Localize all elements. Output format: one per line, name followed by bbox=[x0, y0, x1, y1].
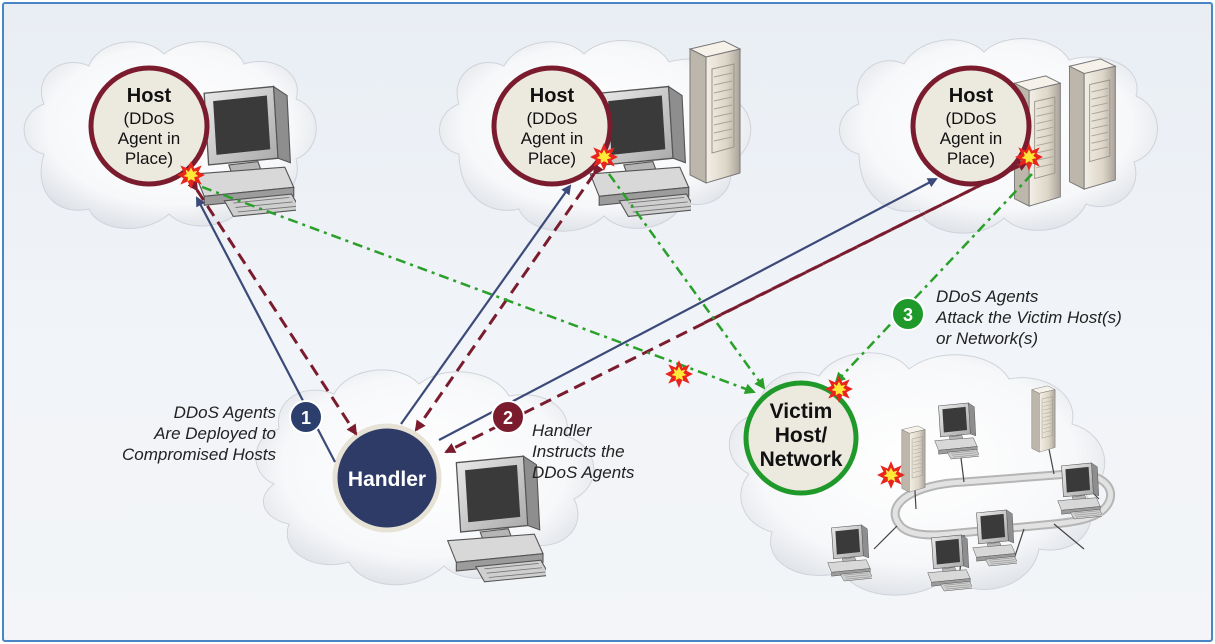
host-line: Place) bbox=[947, 149, 995, 168]
host-line: (DDoS bbox=[123, 109, 174, 128]
network-ring-icon bbox=[873, 433, 1116, 580]
step-label: DDoS Agents bbox=[174, 403, 277, 422]
server-icon bbox=[1069, 58, 1116, 190]
step-label: Are Deployed to bbox=[153, 424, 276, 443]
step-label: Instructs the bbox=[532, 442, 625, 461]
step-label: Compromised Hosts bbox=[122, 445, 276, 464]
computer-icon bbox=[934, 402, 979, 460]
host-line: Agent in bbox=[521, 129, 583, 148]
handler-node: Handler bbox=[332, 423, 442, 533]
host-line: (DDoS bbox=[526, 109, 577, 128]
computer-icon bbox=[194, 85, 296, 218]
instruct-arrow bbox=[703, 160, 1029, 325]
step-label: DDoS Agents bbox=[936, 287, 1039, 306]
step-number: 1 bbox=[301, 408, 311, 428]
attack-arrow bbox=[834, 173, 1033, 384]
step-number: 2 bbox=[503, 408, 513, 428]
step-1: 1 DDoS Agents Are Deployed to Compromise… bbox=[122, 400, 323, 464]
host-node-1: Host (DDoS Agent in Place) bbox=[88, 65, 210, 187]
attack-arrow bbox=[607, 173, 766, 390]
handler-label: Handler bbox=[348, 468, 426, 491]
computer-icon bbox=[972, 509, 1017, 567]
host-title: Host bbox=[530, 85, 575, 107]
host-line: Agent in bbox=[940, 129, 1002, 148]
step-label: Handler bbox=[532, 421, 593, 440]
host-line: Place) bbox=[528, 149, 576, 168]
step-label: Attack the Victim Host(s) bbox=[935, 308, 1122, 327]
server-icon bbox=[689, 40, 741, 184]
step-number: 3 bbox=[903, 305, 913, 325]
computer-icon bbox=[1057, 462, 1102, 520]
instruct-arrow bbox=[187, 179, 358, 436]
host-node-2: Host (DDoS Agent in Place) bbox=[491, 65, 613, 187]
computer-icon bbox=[927, 534, 972, 592]
instruct-arrow bbox=[444, 160, 1028, 454]
victim-line: Network bbox=[760, 448, 843, 471]
step-2: 2 Handler Instructs the DDoS Agents bbox=[491, 400, 635, 482]
server-icon bbox=[1031, 385, 1056, 453]
step-3: 3 DDoS Agents Attack the Victim Host(s) … bbox=[891, 287, 1122, 348]
host-line: Place) bbox=[125, 149, 173, 168]
instruct-arrow bbox=[414, 163, 604, 432]
host-title: Host bbox=[949, 85, 994, 107]
attack-arrow bbox=[201, 185, 756, 395]
host-line: (DDoS bbox=[945, 109, 996, 128]
host-line: Agent in bbox=[118, 129, 180, 148]
victim-node: Victim Host/ Network bbox=[743, 380, 859, 496]
step-label: or Network(s) bbox=[936, 329, 1038, 348]
host-title: Host bbox=[127, 85, 172, 107]
step-label: DDoS Agents bbox=[532, 463, 635, 482]
ddos-diagram: Host (DDoS Agent in Place) Host (DDoS Ag… bbox=[23, 38, 1158, 596]
computer-icon bbox=[827, 524, 872, 582]
victim-line: Host/ bbox=[775, 424, 828, 447]
victim-line: Victim bbox=[770, 400, 833, 423]
explosion-icon bbox=[665, 360, 693, 388]
host-node-3: Host (DDoS Agent in Place) bbox=[910, 65, 1032, 187]
server-icon bbox=[901, 425, 926, 493]
